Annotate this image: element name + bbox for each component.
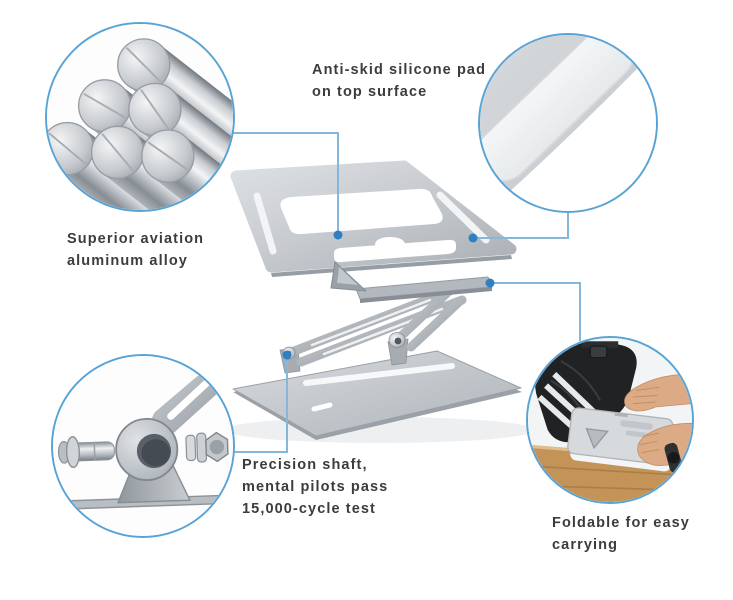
callout-label-silicone-pad: Anti-skid silicone pad on top surface [312,62,487,100]
leader-line-precision-shaft [234,355,288,453]
leader-line-aluminum [233,132,339,235]
marker-dot-foldable [485,278,495,288]
callout-circle-silicone-pad [478,33,658,213]
callout-circle-foldable [526,336,694,504]
leader-lines [233,132,581,453]
leader-line-foldable [490,282,581,341]
callout-circle-precision-shaft [51,354,235,538]
leader-line-silicone-pad [473,212,569,239]
washers-and-nut [185,431,229,463]
marker-dot-precision-shaft [282,350,292,360]
marker-dot-silicone-pad [468,233,478,243]
folding-stand-into-backpack-photo [528,338,692,502]
laptop-stand-illustration [225,160,535,443]
hand-holding-stand [637,422,692,473]
shaft-pin [57,436,115,469]
aluminum-rods-photo [47,24,233,210]
hinge-shaft-exploded-photo [53,356,233,536]
marker-dots [282,230,495,360]
wrist-watch [664,442,683,473]
metal-rod [47,38,233,210]
silicone-pad-closeup-photo [480,35,656,211]
callout-label-precision-shaft: Precision shaft, mental pilots pass 15,0… [242,457,389,517]
hand-pressing-bag [624,373,692,412]
marker-dot-aluminum [333,230,343,240]
callout-label-aluminum: Superior aviation aluminum alloy [67,231,205,269]
callout-circle-aluminum [45,22,235,212]
callout-label-foldable: Foldable for easy carrying [552,515,690,553]
